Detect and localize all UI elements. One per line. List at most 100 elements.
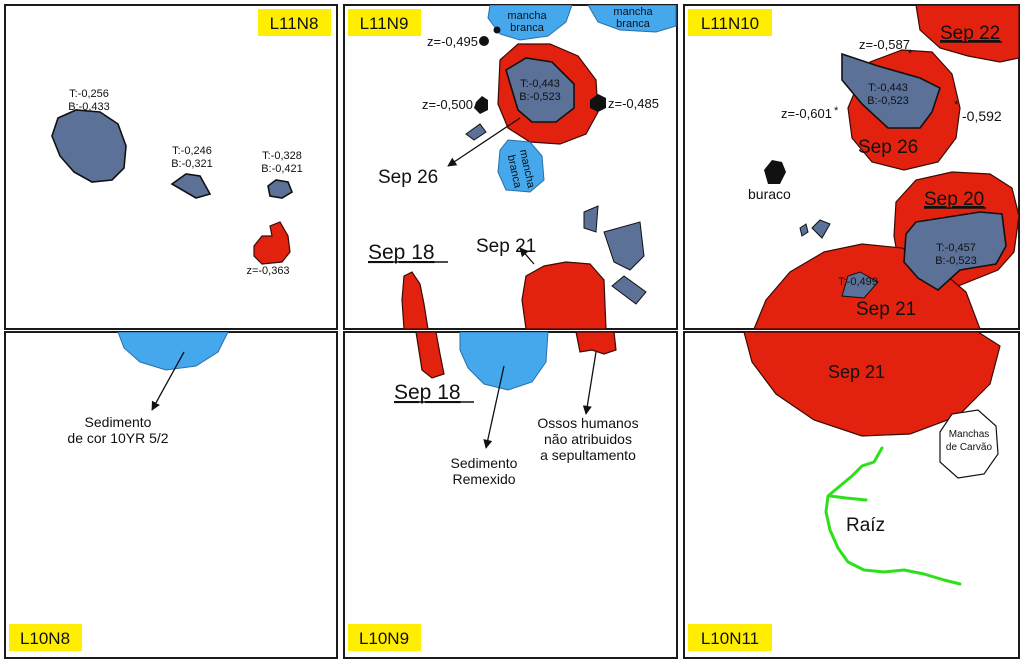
sep26-arrow [447, 117, 521, 167]
sep18-burial-lower [415, 332, 445, 379]
z-left-asterisk: * [834, 105, 839, 117]
l11n9-content [401, 5, 677, 329]
sep26-t-value: T:-0,443 [520, 78, 560, 90]
mancha-branca-top-left [487, 5, 573, 41]
buraco-label: buraco [748, 186, 791, 202]
ossos-humanos [575, 332, 617, 355]
sep20-b-value: B:-0,523 [935, 255, 977, 267]
l10n8-content [117, 332, 229, 371]
mid-feature-top: T:-0,246 [172, 145, 212, 157]
z-top-label: z=-0,495 [427, 34, 478, 49]
square-l10n8 [4, 331, 338, 659]
small-feature-bottom: B:-0,421 [261, 163, 303, 175]
point-z-right [590, 94, 606, 112]
sep21-label: Sep 21 [476, 236, 536, 257]
sep20-bone [903, 211, 1007, 291]
badge-l11n10: L11N10 [688, 9, 772, 36]
badge-label: L10N9 [359, 629, 409, 648]
bone-feature-mid [170, 173, 212, 199]
z-left-label: z=-0,500 [422, 97, 473, 112]
sep21-t-value: T:-0,499 [838, 276, 878, 288]
l11n10-content [753, 5, 1019, 329]
ossos-line1: Ossos humanos [537, 415, 638, 431]
badge-label: L10N11 [701, 629, 759, 648]
bone-feature-large [51, 109, 127, 183]
z-top-label-l11n10: z=-0,587 [859, 37, 910, 52]
sep22-burial [915, 5, 1019, 63]
large-feature-top: T:-0,256 [69, 88, 109, 100]
mancha-top-left-line1: mancha [507, 10, 547, 22]
sep21-label-l11n10: Sep 21 [856, 299, 916, 320]
l10n9-content [415, 332, 617, 391]
sep21-arrow [519, 247, 535, 265]
l11n8-content [51, 109, 293, 265]
point-z-top [479, 36, 489, 46]
square-l11n8 [4, 4, 338, 330]
badge-bg [9, 624, 82, 651]
mancha-top-right-line2: branca [616, 18, 651, 30]
root-main [824, 446, 962, 586]
sediment-10yr-line1: Sedimento [85, 414, 152, 430]
red-feature [253, 221, 291, 265]
bone-fragment-d [611, 275, 647, 305]
raiz-label: Raíz [846, 515, 885, 536]
red-feature-z: z=-0,363 [246, 265, 289, 277]
z-top-asterisk: * [908, 48, 913, 60]
sep26-t-value-l11n10: T:-0,443 [868, 82, 908, 94]
large-feature-bottom: B:-0,433 [68, 101, 110, 113]
root-branch [828, 494, 868, 502]
mancha-branca-top-right [587, 5, 677, 33]
badge-l10n8: L10N8 [9, 624, 82, 651]
badge-bg [688, 624, 772, 651]
badge-label: L11N9 [360, 14, 409, 33]
sep26-bone [505, 57, 575, 123]
sep18-label-lower: Sep 18 [394, 381, 461, 404]
sep21-label-lower: Sep 21 [828, 362, 885, 382]
sep21-burial-upper [521, 261, 607, 329]
sep26-bone-l11n10 [841, 52, 941, 129]
badge-bg [348, 9, 421, 36]
sep18-label: Sep 18 [368, 241, 435, 264]
mid-feature-bottom: B:-0,321 [171, 158, 213, 170]
small-feature-top: T:-0,328 [262, 150, 302, 162]
sep20-t-value: T:-0,457 [936, 242, 976, 254]
z-right-label-l11n10: -0,592 [962, 108, 1002, 124]
sep22-label: Sep 22 [940, 23, 1000, 44]
sediment-remexido [459, 332, 549, 391]
mancha-top-left-line2: branca [510, 22, 545, 34]
sediment-10yr-line2: de cor 10YR 5/2 [67, 430, 168, 446]
bone-fragment-f [799, 223, 809, 237]
badge-l11n8: L11N8 [258, 9, 331, 36]
bone-fragment-a [465, 123, 487, 141]
badge-l10n9: L10N9 [348, 624, 421, 651]
sep26-b-value-l11n10: B:-0,523 [867, 95, 909, 107]
sediment-10yr [117, 332, 229, 371]
badge-label: L11N10 [701, 14, 759, 33]
mancha-top-right-line1: mancha [613, 6, 653, 18]
badge-bg [258, 9, 331, 36]
sediment-remexido-line2: Remexido [452, 471, 515, 487]
badge-label: L11N8 [270, 14, 319, 33]
manchas-carvao [939, 409, 999, 479]
sep26-label-l11n10: Sep 26 [858, 137, 918, 158]
sediment-remexido-arrow [483, 365, 505, 449]
sep21-bone-fragment [841, 271, 879, 299]
l10n11-content [743, 332, 1001, 437]
ossos-line3: a sepultamento [540, 447, 636, 463]
z-left-label-l11n10: z=-0,601 [781, 106, 832, 121]
sep18-burial-upper [401, 271, 429, 329]
buraco-hole [764, 160, 786, 184]
sediment-10yr-arrow [151, 351, 185, 411]
bone-fragment-c [603, 221, 645, 271]
badge-l11n9: L11N9 [348, 9, 421, 36]
carvao-line1: Manchas [949, 429, 990, 440]
sep26-label: Sep 26 [378, 167, 438, 188]
ossos-line2: não atribuidos [544, 431, 632, 447]
z-right-asterisk: * [954, 99, 959, 111]
bone-fragment-e [811, 219, 831, 239]
carvao-line2: de Carvão [946, 442, 993, 453]
sep20-label: Sep 20 [924, 189, 984, 210]
sep21-burial-lower [743, 332, 1001, 437]
